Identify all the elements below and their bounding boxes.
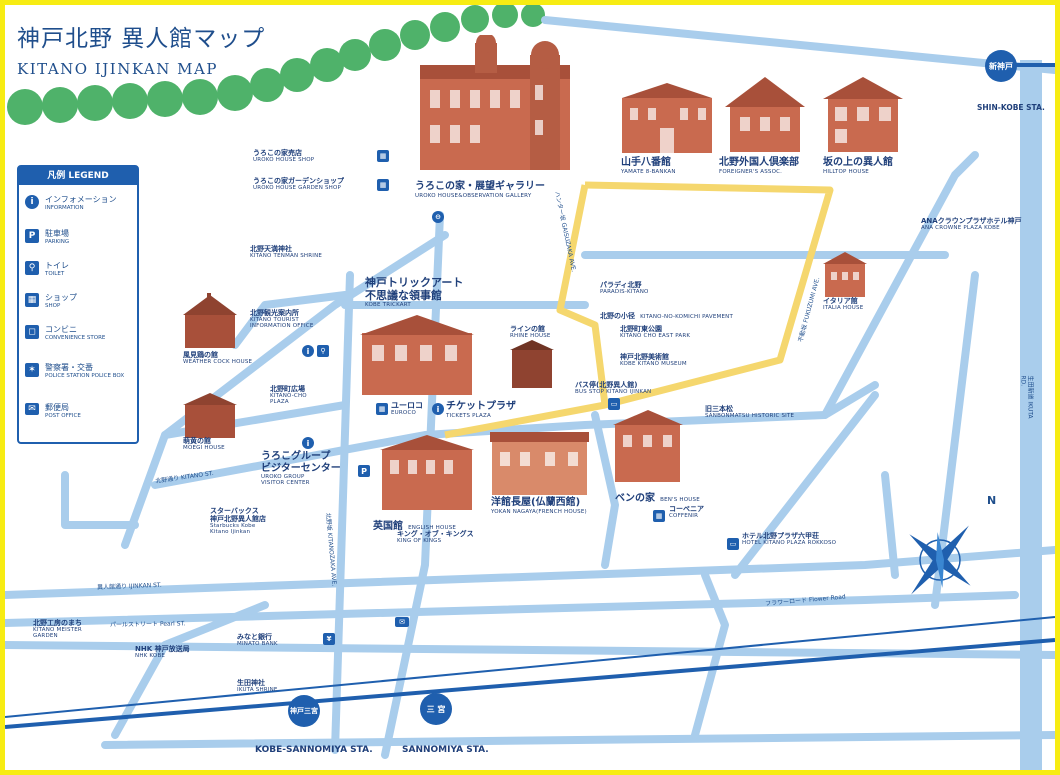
compass-north-label: N (987, 494, 997, 507)
parking-icon: P (25, 229, 39, 243)
info-icon[interactable]: i (302, 345, 314, 357)
pearl-st-label: パールストリート Pearl ST. (109, 620, 186, 629)
shop-icon: ▦ (25, 293, 39, 307)
info-icon[interactable]: i (302, 437, 314, 449)
yokan-nagaya-illustration (490, 432, 589, 495)
yokan-label: 洋館長屋(仏蘭西館)YOKAN NAGAYA(FRENCH HOUSE) (491, 497, 587, 515)
legend-title: 凡例 LEGEND (19, 167, 137, 185)
shop-icon: ▦ (376, 403, 388, 415)
shinkobe-station-label: SHIN-KOBE STA. (977, 103, 1045, 112)
italia-house-illustration (823, 252, 867, 297)
hilltop-house-illustration (823, 77, 903, 152)
weather-cock-house-illustration (183, 293, 237, 348)
compass-icon (909, 525, 971, 595)
foreigners-club-illustration (725, 77, 805, 152)
bank-icon: ¥ (323, 633, 335, 645)
shinkobe-station-marker[interactable]: 新神戸 (985, 50, 1017, 82)
police-icon: ✶ (25, 363, 39, 377)
trickart-illustration (360, 315, 474, 395)
parking-icon[interactable]: P (358, 465, 370, 477)
kobe-sannomiya-station-label: KOBE-SANNOMIYA STA. (255, 745, 373, 755)
english-house-illustration (380, 435, 474, 510)
toilet-icon: ⚲ (317, 345, 329, 357)
kobe-sannomiya-station-marker[interactable]: 神戸三宮 (288, 695, 320, 727)
busstop-label: バス停(北野異人館)BUS STOP KITANO IJINKAN (575, 381, 652, 396)
convenience-store-icon: ◻ (25, 325, 39, 339)
komichi-label: 北野の小径 KITANO-NO-KOMICHI PAVEMENT (600, 312, 734, 320)
shop-icon: ▦ (377, 150, 389, 162)
sannomiya-station-marker[interactable]: 三 宮 (420, 693, 452, 725)
yamate-8-bankan-illustration (622, 83, 712, 153)
tree-row (7, 5, 545, 125)
info-icon: i (25, 195, 39, 209)
uroko-house-illustration (420, 35, 570, 170)
rhine-house-illustration (510, 340, 554, 388)
bens-house-illustration (613, 410, 683, 482)
moegi-house-illustration (183, 393, 237, 438)
hotel-icon: ▭ (727, 538, 739, 550)
map-subtitle: KITANO IJINKAN MAP (17, 60, 218, 78)
post-office-icon: ✉ (25, 403, 39, 415)
ikuta-rd-label: 生田新道 IKUTA RD. (1019, 375, 1034, 419)
bens-label: ベンの家 BEN'S HOUSE (615, 493, 700, 504)
english-label: 英国館 ENGLISH HOUSE (373, 521, 457, 532)
bus-stop-icon: ▭ (608, 398, 620, 410)
map-title: 神戸北野 異人館マップ (17, 26, 266, 52)
info-icon[interactable]: i (432, 403, 444, 415)
road-network (5, 5, 1055, 770)
sannomiya-station-label: SANNOMIYA STA. (402, 745, 489, 755)
shop-icon: ▦ (377, 179, 389, 191)
post-office-icon: ✉ (395, 617, 409, 627)
toilet-icon: ⚲ (25, 261, 39, 275)
subway-marker-icon: ⊖ (432, 211, 444, 223)
shop-icon: ▦ (653, 510, 665, 522)
